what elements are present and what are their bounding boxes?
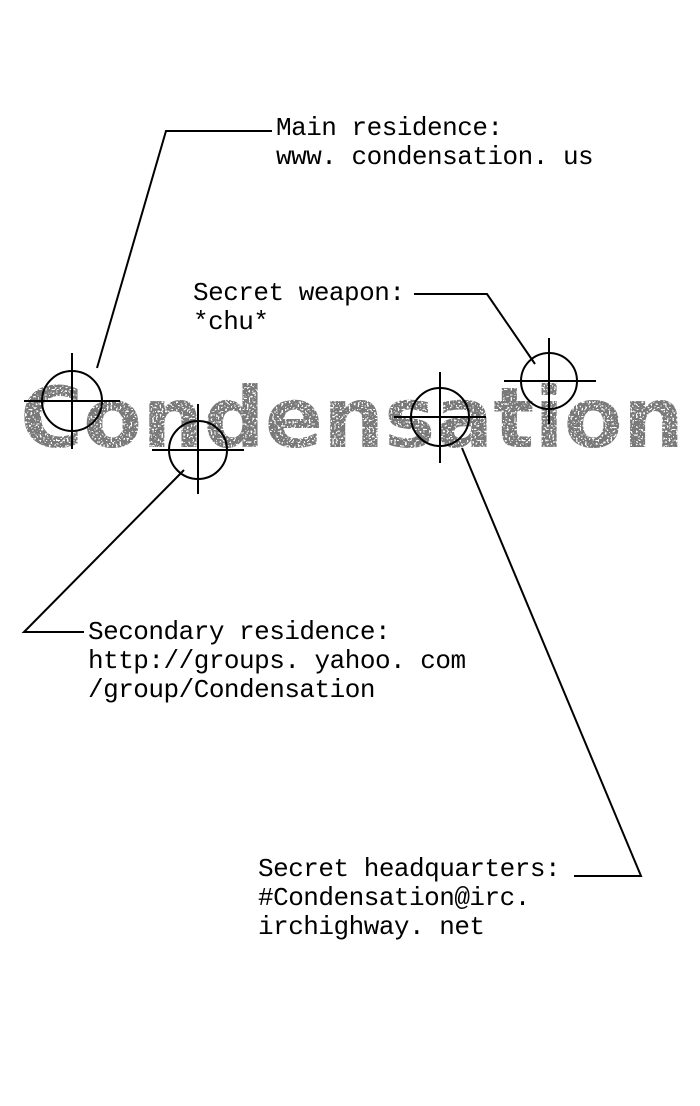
secret-weapon-label: Secret weapon: *chu* xyxy=(193,278,405,337)
secondary-residence-url-line1: http://groups. yahoo. com xyxy=(88,646,466,676)
leader-secret-weapon xyxy=(414,293,536,365)
secret-headquarters-line2: irchighway. net xyxy=(258,912,485,942)
crosshair-icon xyxy=(504,338,596,424)
secondary-residence-label: Secondary residence: http://groups. yaho… xyxy=(88,618,466,705)
secret-headquarters-line1: #Condensation@irc. xyxy=(258,883,530,913)
main-residence-heading: Main residence: xyxy=(276,113,503,143)
secret-weapon-heading: Secret weapon: xyxy=(193,278,405,308)
crosshair-icon xyxy=(152,404,244,494)
leader-secondary-residence xyxy=(21,469,185,633)
secondary-residence-heading: Secondary residence: xyxy=(88,617,391,647)
main-residence-label: Main residence: www. condensation. us xyxy=(276,113,594,172)
crosshair-icon xyxy=(24,353,120,449)
crosshair-icon xyxy=(394,372,486,463)
logo-wordmark: Condensation xyxy=(20,369,684,467)
leader-main-residence xyxy=(96,130,272,369)
secret-headquarters-label: Secret headquarters: #Condensation@irc. … xyxy=(258,854,561,942)
secret-headquarters-heading: Secret headquarters: xyxy=(258,854,561,884)
leader-secret-headquarters xyxy=(461,447,643,877)
secret-weapon-value: *chu* xyxy=(193,307,269,337)
main-residence-url: www. condensation. us xyxy=(276,142,594,172)
secondary-residence-url-line2: /group/Condensation xyxy=(88,675,375,705)
